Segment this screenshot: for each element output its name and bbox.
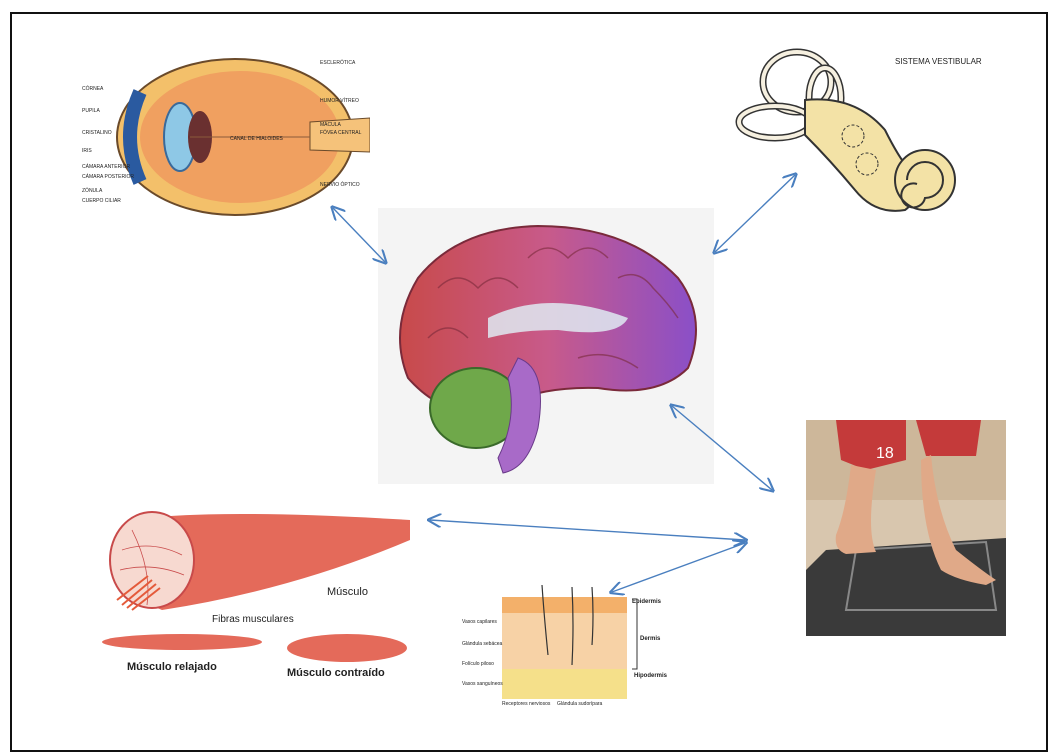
arrow-vestibular-brain	[715, 175, 795, 252]
arrow-skin-foot	[612, 543, 745, 592]
connector-arrows	[0, 0, 1060, 731]
arrow-brain-foot	[672, 406, 772, 490]
arrow-eye-brain	[333, 208, 385, 262]
arrow-muscle-foot	[430, 520, 745, 540]
